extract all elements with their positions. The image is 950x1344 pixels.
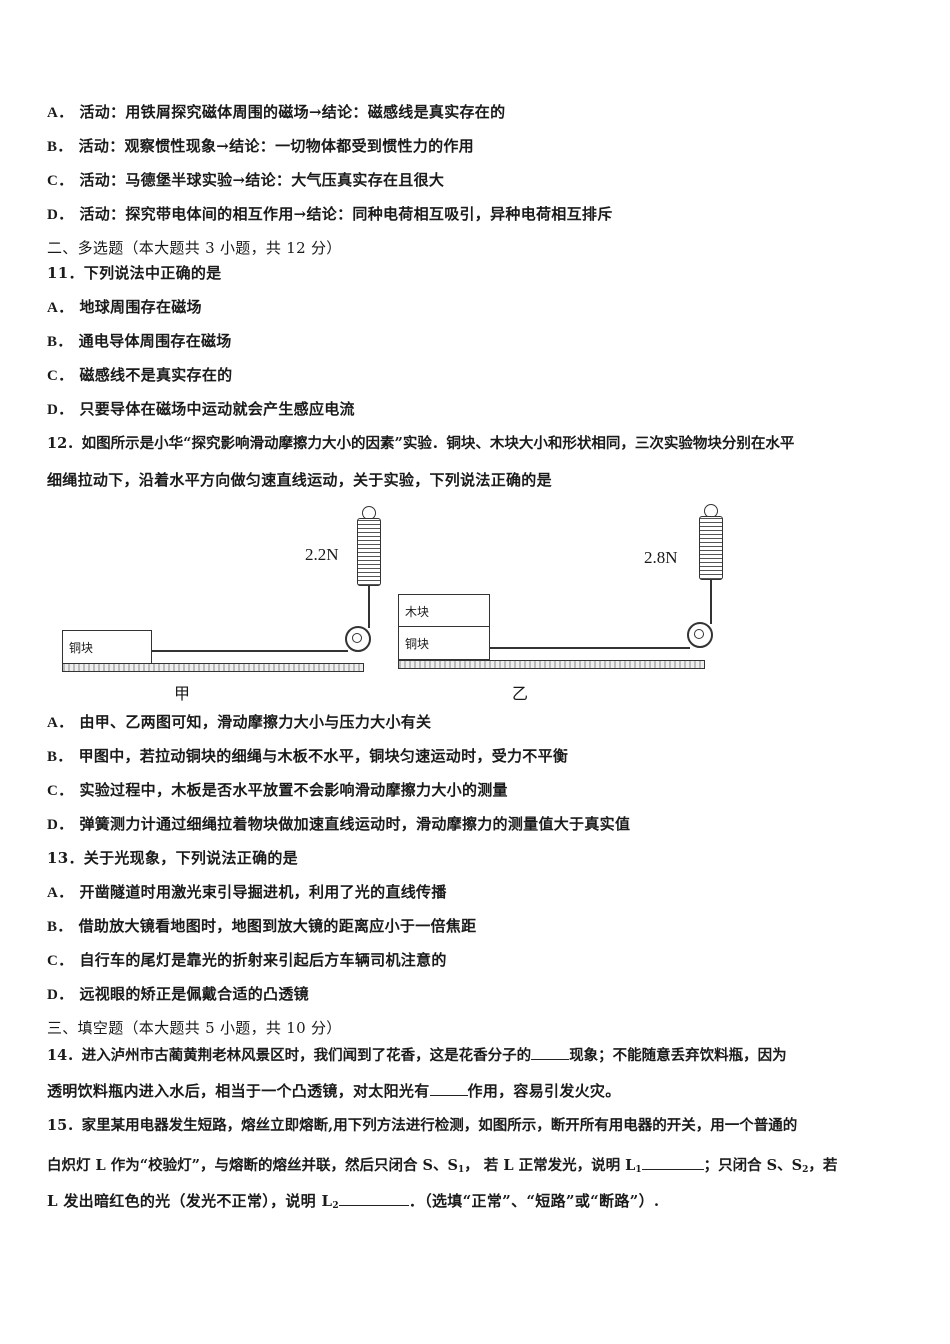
- q13-option-b: B．借助放大镜看地图时，地图到放大镜的距离应小于一倍焦距: [47, 917, 477, 935]
- q15-blank-1[interactable]: [641, 1154, 704, 1170]
- q12-option-b: B．甲图中，若拉动铜块的细绳与木板不水平，铜块匀速运动时，受力不平衡: [47, 747, 569, 765]
- q12-stem-line1: 12．如图所示是小华“探究影响滑动摩擦力大小的因素”实验．铜块、木块大小和形状相…: [47, 435, 795, 452]
- force-reading-yi: 2.8N: [644, 548, 678, 567]
- spring-scale-icon: [699, 516, 723, 580]
- q12-option-d: D．弹簧测力计通过细绳拉着物块做加速直线运动时，滑动摩擦力的测量值大于真实值: [47, 815, 631, 833]
- q11-option-a: A．地球周围存在磁场: [47, 298, 202, 316]
- q10-option-a: A．活动：用铁屑探究磁体周围的磁场→结论：磁感线是真实存在的: [47, 103, 506, 121]
- q12-stem-line2: 细绳拉动下，沿着水平方向做匀速直线运动，关于实验，下列说法正确的是: [47, 471, 552, 489]
- q14-line2: 透明饮料瓶内进入水后，相当于一个凸透镜，对太阳光有作用，容易引发火灾。: [47, 1080, 621, 1100]
- q13-option-a: A．开凿隧道时用激光束引导掘进机，利用了光的直线传播: [47, 883, 447, 901]
- section-3-title: 三、填空题（本大题共 5 小题，共 10 分）: [47, 1019, 342, 1037]
- wood-block: 木块: [398, 594, 490, 628]
- q14-line1: 14．进入泸州市古蔺黄荆老林风景区时，我们闻到了花香，这是花香分子的现象；不能随…: [47, 1044, 787, 1066]
- q10-option-b: B．活动：观察惯性现象→结论：一切物体都受到惯性力的作用: [47, 137, 474, 155]
- q14-blank-1[interactable]: [531, 1044, 570, 1060]
- horizontal-string: [490, 647, 690, 649]
- q13-option-d: D．远视眼的矫正是佩戴合适的凸透镜: [47, 985, 309, 1003]
- section-2-title: 二、多选题（本大题共 3 小题，共 12 分）: [47, 239, 342, 257]
- wooden-board: [398, 660, 705, 669]
- force-reading-jia: 2.2N: [305, 545, 339, 564]
- copper-block: 铜块: [398, 626, 490, 660]
- q13-stem: 13．关于光现象，下列说法正确的是: [47, 849, 298, 867]
- pulley-icon: [687, 622, 713, 648]
- q15-line3: L 发出暗红色的光（发光不正常），说明 L2．（选填“正常”、“短路”或“断路”…: [47, 1190, 660, 1211]
- q11-option-d: D．只要导体在磁场中运动就会产生感应电流: [47, 400, 355, 418]
- q15-line2: 白炽灯 L 作为“校验灯”，与熔断的熔丝并联，然后只闭合 S、S1， 若 L 正…: [47, 1154, 837, 1180]
- q13-option-c: C．自行车的尾灯是靠光的折射来引起后方车辆司机注意的: [47, 951, 447, 969]
- vertical-string: [710, 580, 712, 624]
- q11-stem: 11．下列说法中正确的是: [47, 264, 222, 282]
- vertical-string: [368, 586, 370, 628]
- pulley-icon: [345, 626, 371, 652]
- q15-blank-2[interactable]: [338, 1190, 409, 1206]
- q10-option-d: D．活动：探究带电体间的相互作用→结论：同种电荷相互吸引，异种电荷相互排斥: [47, 205, 613, 223]
- q12-option-a: A．由甲、乙两图可知，滑动摩擦力大小与压力大小有关: [47, 713, 432, 731]
- spring-scale-icon: [357, 518, 381, 586]
- q14-blank-2[interactable]: [429, 1080, 468, 1096]
- copper-block: 铜块: [62, 630, 152, 664]
- q15-line1: 15．家里某用电器发生短路，熔丝立即熔断,用下列方法进行检测，如图所示，断开所有…: [47, 1117, 798, 1134]
- wooden-board: [62, 663, 364, 672]
- q12-option-c: C．实验过程中，木板是否水平放置不会影响滑动摩擦力大小的测量: [47, 781, 508, 799]
- horizontal-string: [152, 650, 348, 652]
- q10-option-c: C．活动：马德堡半球实验→结论：大气压真实存在且很大: [47, 171, 445, 189]
- q11-option-b: B．通电导体周围存在磁场: [47, 332, 232, 350]
- figure-caption-jia: 甲: [174, 684, 191, 703]
- figure-caption-yi: 乙: [512, 684, 529, 703]
- q11-option-c: C．磁感线不是真实存在的: [47, 366, 233, 384]
